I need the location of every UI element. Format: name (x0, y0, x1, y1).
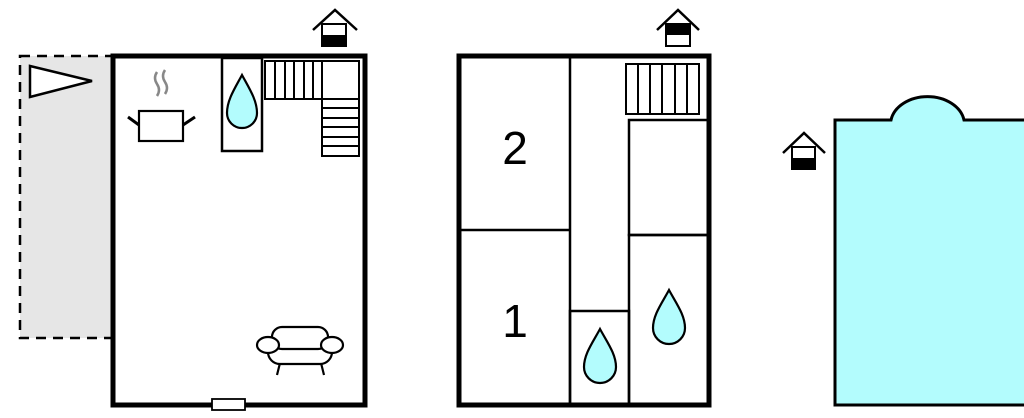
bedroom-1-label: 1 (502, 295, 528, 347)
stairs-icon (625, 63, 700, 115)
terrace (18, 54, 115, 340)
shower-drop-icon (582, 326, 618, 385)
terrace-arrow-icon (28, 64, 93, 99)
shower-drop-icon (225, 72, 259, 130)
interior-walls (459, 56, 711, 407)
door-icon (211, 398, 246, 411)
entrance-house-icon (782, 131, 826, 170)
entrance-house-icon (312, 8, 358, 47)
ground-floor-plan (18, 8, 368, 411)
sofa-icon (255, 325, 345, 376)
shower-drop-icon (651, 287, 687, 346)
pool-icon (833, 95, 1024, 407)
entrance-house-icon (656, 8, 700, 47)
kitchen-pot-icon (127, 69, 196, 143)
pool-area-plan (782, 95, 1024, 407)
upper-floor-plan: 2 1 (456, 8, 712, 408)
stairs-icon (264, 60, 360, 157)
bedroom-2-label: 2 (502, 122, 528, 174)
